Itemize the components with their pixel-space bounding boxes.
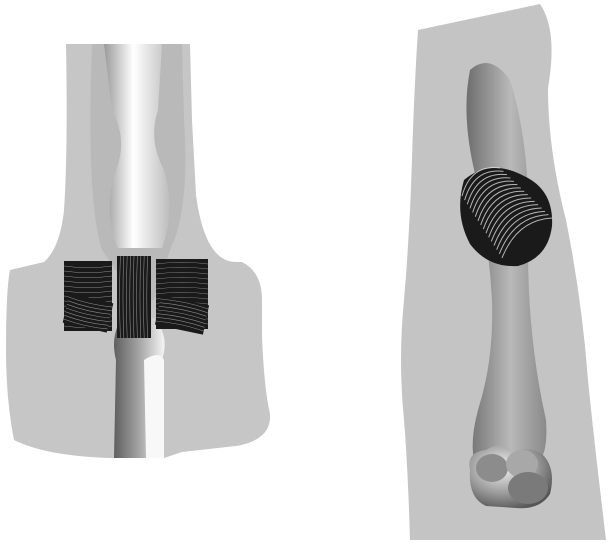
front-view-panel bbox=[6, 44, 270, 458]
femoral-condyle-side bbox=[469, 445, 552, 508]
side-view-panel bbox=[401, 4, 606, 540]
tibia-highlight-front bbox=[144, 355, 164, 458]
fiber-bundle-front bbox=[63, 256, 209, 338]
fiber-strip-center bbox=[117, 256, 151, 338]
